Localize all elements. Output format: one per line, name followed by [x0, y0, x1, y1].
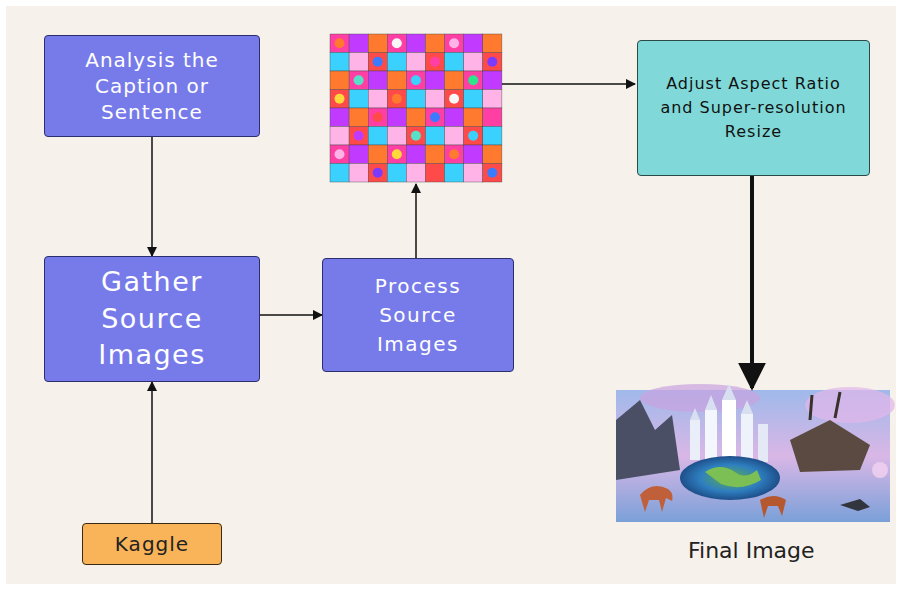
process-box: Analysis the Caption or Sentence	[44, 35, 260, 137]
final-image	[616, 384, 895, 522]
flow-arrow	[151, 137, 153, 256]
source-box: Kaggle	[82, 523, 222, 565]
box-text: Adjust Aspect Ratio and Super-resolution…	[650, 72, 857, 144]
image-caption: Final Image	[688, 538, 815, 563]
process-box: Adjust Aspect Ratio and Super-resolution…	[637, 40, 870, 176]
box-text: Analysis the Caption or Sentence	[57, 47, 247, 125]
process-box: Gather Source Images	[44, 256, 260, 382]
box-text: Process Source Images	[335, 272, 501, 359]
box-text: Kaggle	[115, 532, 189, 556]
flow-arrow	[151, 382, 153, 523]
flow-arrow	[260, 314, 322, 316]
collage-image	[330, 34, 502, 182]
box-text: Gather Source Images	[57, 264, 247, 373]
process-box: Process Source Images	[322, 258, 514, 372]
